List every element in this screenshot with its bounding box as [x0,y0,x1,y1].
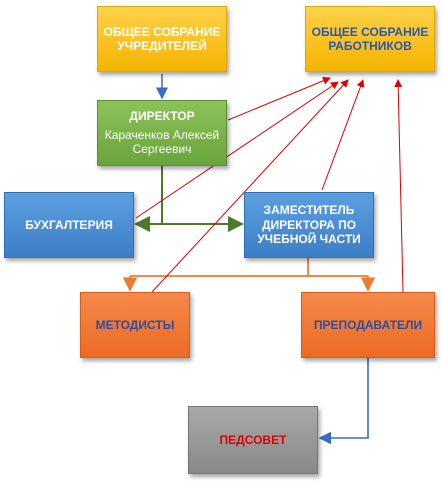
director-title: ДИРЕКТОР [129,109,195,124]
pedagogical-council-box: ПЕДСОВЕТ [188,406,318,474]
deputy-director-box: ЗАМЕСТИТЕЛЬ ДИРЕКТОРА ПО УЧЕБНОЙ ЧАСТИ [244,192,374,258]
founders-meeting-label: ОБЩЕЕ СОБРАНИЕ УЧРЕДИТЕЛЕЙ [103,24,221,53]
arrow-teachers-workers [394,79,404,293]
workers-meeting-box: ОБЩЕЕ СОБРАНИЕ РАБОТНИКОВ [305,6,435,72]
accounting-box: БУХГАЛТЕРИЯ [4,192,134,258]
arrow-director-workers [227,76,331,121]
methodists-box: МЕТОДИСТЫ [80,292,190,358]
accounting-label: БУХГАЛТЕРИЯ [25,217,113,232]
pedagogical-council-label: ПЕДСОВЕТ [219,432,287,447]
workers-meeting-label: ОБЩЕЕ СОБРАНИЕ РАБОТНИКОВ [311,24,429,53]
deputy-director-label: ЗАМЕСТИТЕЛЬ ДИРЕКТОРА ПО УЧЕБНОЙ ЧАСТИ [257,203,361,247]
director-name: Караченков Алексей Сергеевич [104,127,220,157]
methodists-label: МЕТОДИСТЫ [95,317,175,332]
teachers-box: ПРЕПОДАВАТЕЛИ [301,292,435,358]
arrow-methodists-workers [151,79,349,293]
founders-meeting-box: ОБЩЕЕ СОБРАНИЕ УЧРЕДИТЕЛЕЙ [97,6,227,72]
teachers-label: ПРЕПОДАВАТЕЛИ [313,317,423,332]
arrow-deputy-workers [321,79,365,191]
arrow-teachers-council [318,358,369,445]
director-box: ДИРЕКТОР Караченков Алексей Сергеевич [97,100,227,166]
arrow-accounting-workers [135,81,339,219]
